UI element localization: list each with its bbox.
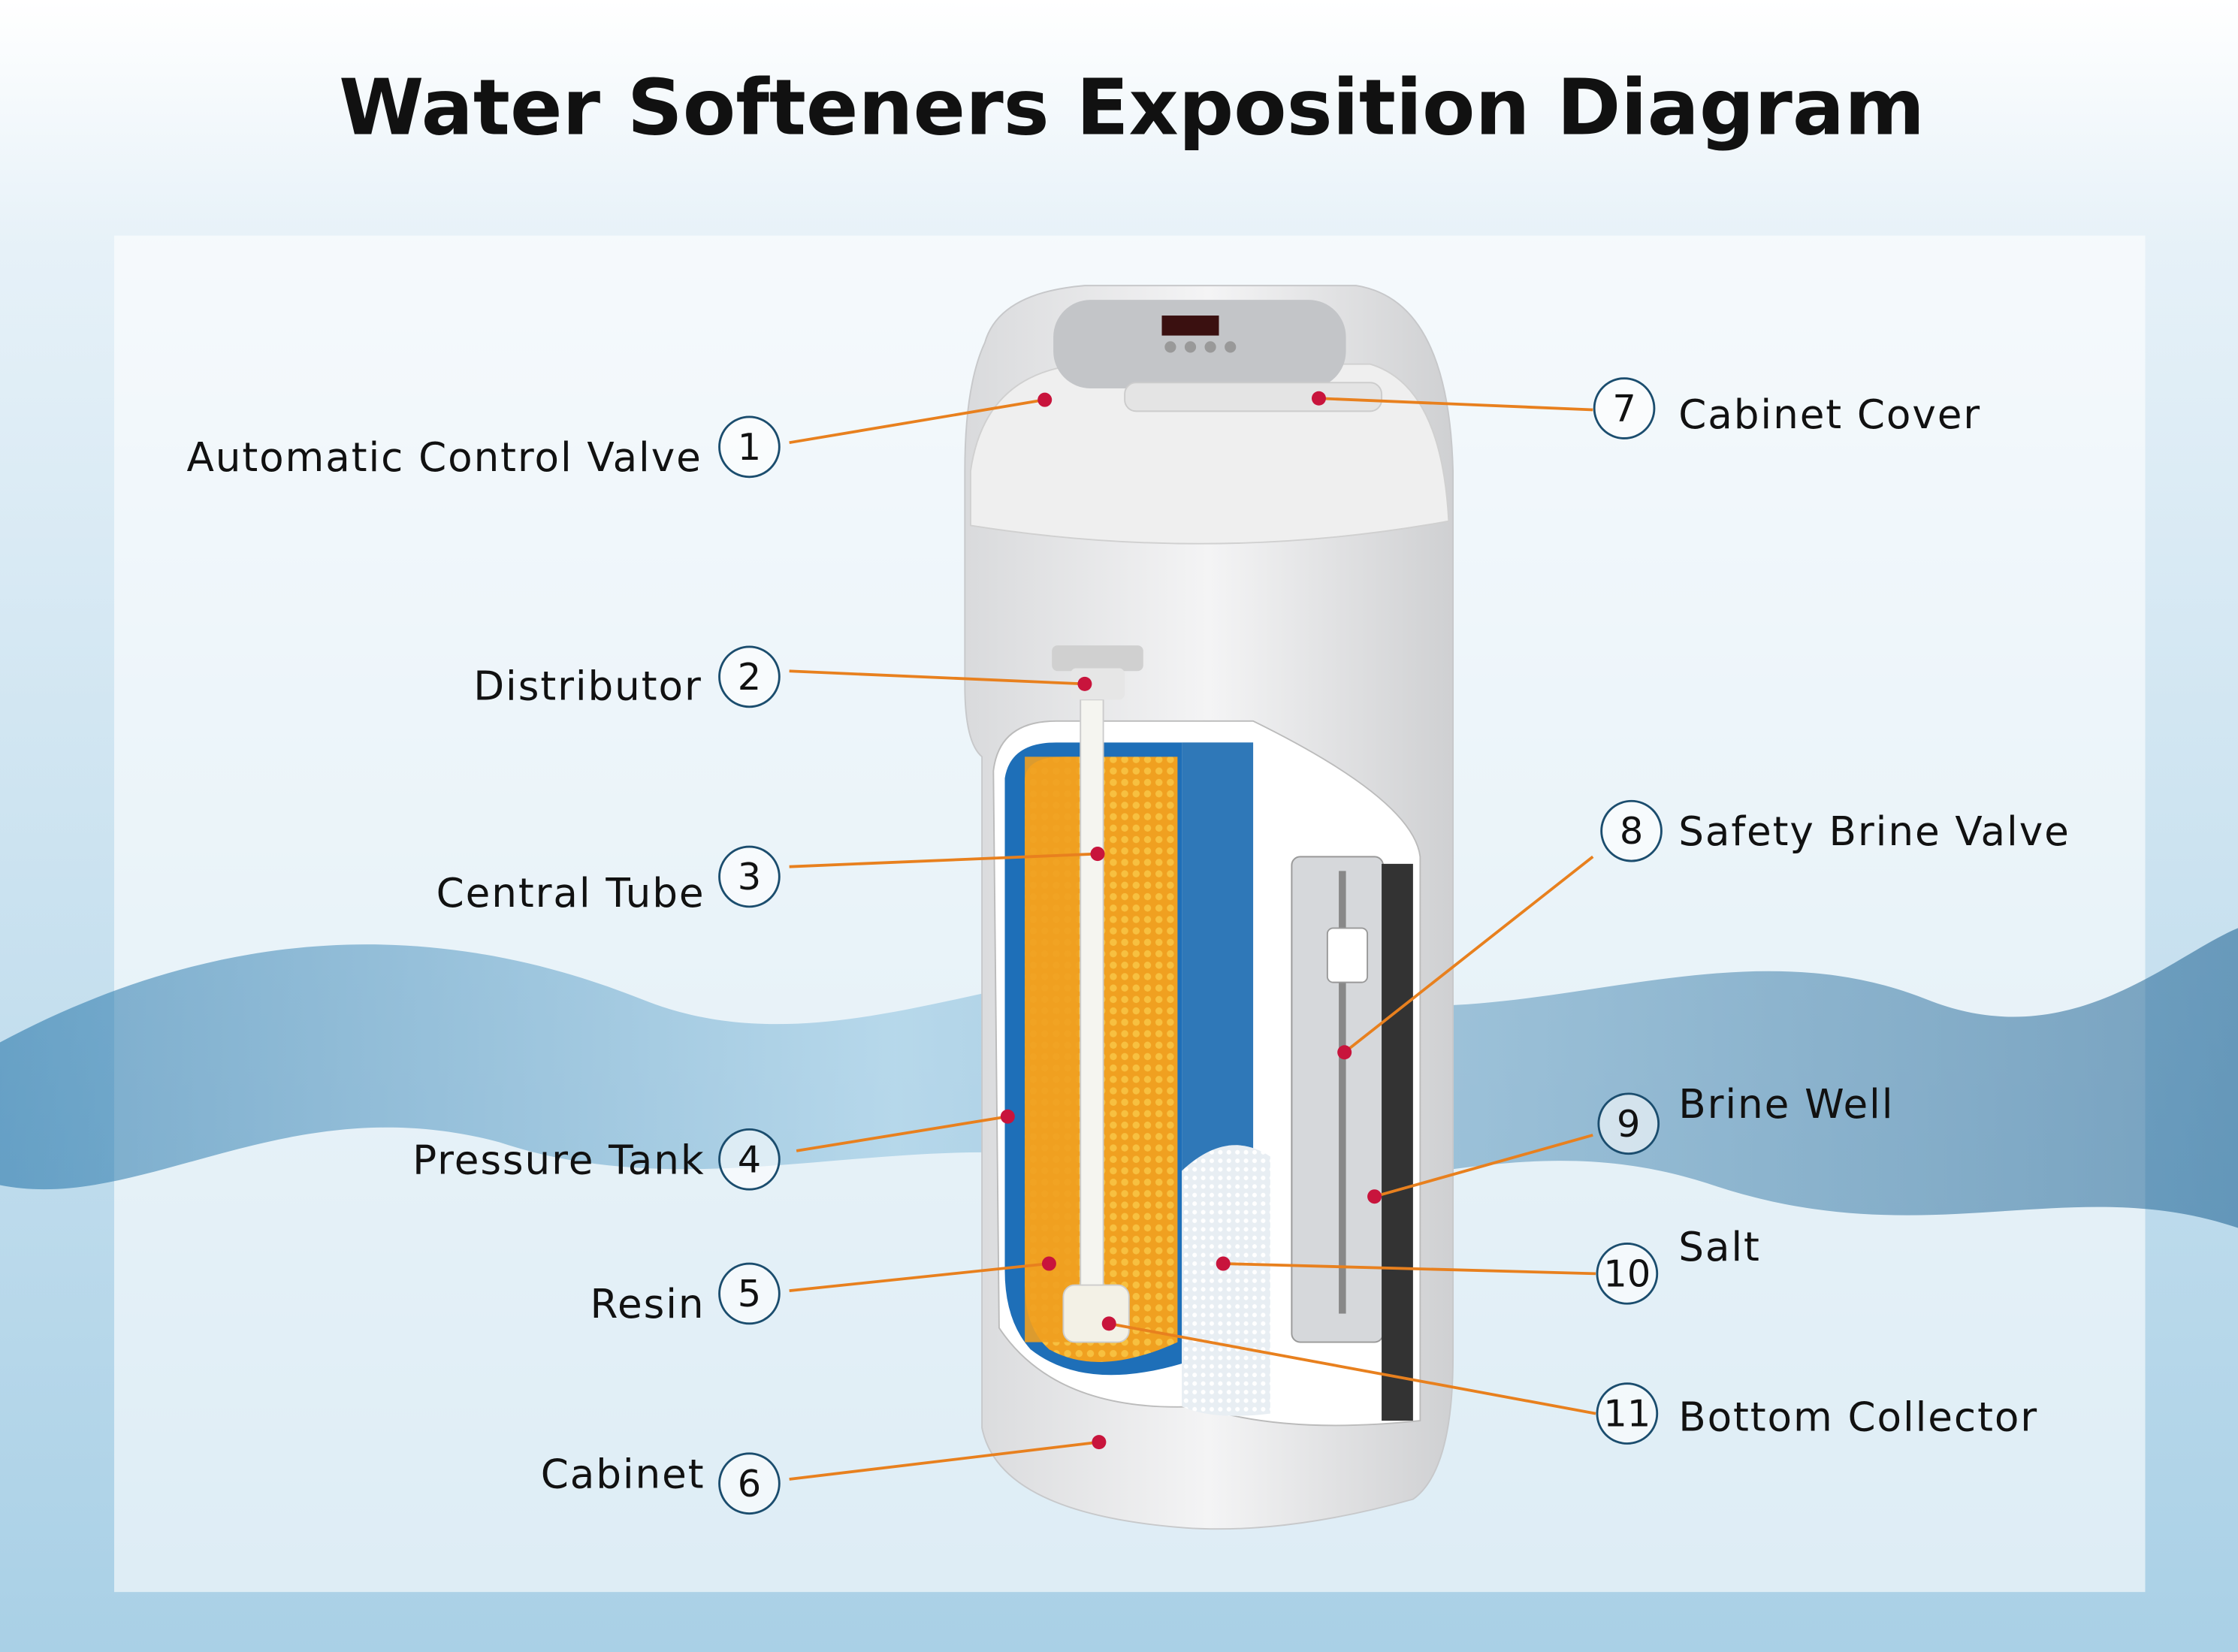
distributor-neck — [1070, 668, 1125, 700]
callout-number: 5 — [738, 1272, 761, 1315]
anchor-dot — [1041, 1256, 1056, 1271]
number-badge — [1597, 1092, 1660, 1155]
callout-salt: 10 Salt — [1216, 1224, 1761, 1305]
callout-number: 11 — [1603, 1392, 1651, 1436]
number-badge — [1600, 799, 1663, 862]
anchor-dot — [1000, 1109, 1015, 1124]
number-badge — [718, 1128, 781, 1191]
display — [1161, 316, 1219, 336]
resin-column-left — [1025, 757, 1080, 1342]
callout-safety-brine-valve: 8 Safety Brine Valve — [1337, 799, 2070, 1060]
number-badge — [1596, 1243, 1659, 1305]
callout-brine-well: 9 Brine Well — [1367, 1081, 1894, 1204]
leader-line — [796, 1115, 1008, 1152]
water-softener-illustration — [964, 285, 1454, 1530]
callout-label: Distributor — [473, 663, 702, 709]
leader-line — [1318, 397, 1593, 412]
callout-cabinet: 6 Cabinet — [541, 1435, 1107, 1515]
number-badge — [718, 1452, 781, 1515]
bottom-collector — [1062, 1284, 1130, 1343]
callout-number: 2 — [738, 655, 761, 699]
number-badge — [718, 415, 781, 479]
anchor-dot — [1037, 392, 1053, 407]
callout-number: 1 — [738, 425, 761, 469]
anchor-dot — [1090, 847, 1105, 862]
control-panel — [1053, 300, 1346, 388]
callout-number: 7 — [1612, 387, 1635, 430]
number-badge — [718, 645, 781, 708]
callout-label: Pressure Tank — [412, 1137, 705, 1183]
number-badge — [718, 1262, 781, 1325]
callout-number: 9 — [1617, 1102, 1640, 1146]
leader-line — [789, 1262, 1050, 1293]
anchor-dot — [1311, 391, 1326, 406]
leader-line — [789, 398, 1046, 445]
callout-label: Bottom Collector — [1678, 1394, 2038, 1440]
callout-central-tube: 3 Central Tube — [436, 845, 1105, 917]
callout-pressure-tank: 4 Pressure Tank — [412, 1109, 1015, 1191]
safety-brine-valve-rod — [1339, 871, 1346, 1314]
salt-lid-slot — [1124, 382, 1383, 412]
leader-line — [1108, 1321, 1596, 1415]
leader-line — [1223, 1262, 1596, 1276]
leader-line — [1343, 855, 1594, 1054]
callout-distributor: 2 Distributor — [473, 645, 1092, 709]
control-buttons — [1164, 341, 1237, 353]
callout-number: 8 — [1620, 809, 1643, 853]
leader-line — [1374, 1134, 1593, 1198]
callout-number: 3 — [738, 855, 761, 898]
callout-number: 10 — [1603, 1252, 1651, 1295]
leader-line — [789, 669, 1085, 686]
number-badge — [1596, 1382, 1659, 1445]
callout-cabinet-cover: 7 Cabinet Cover — [1311, 377, 1981, 439]
anchor-dot — [1077, 676, 1092, 691]
callout-label: Resin — [590, 1281, 705, 1327]
anchor-dot — [1101, 1316, 1116, 1331]
distributor — [1052, 645, 1143, 672]
callout-number: 6 — [738, 1462, 761, 1506]
callout-label: Central Tube — [436, 870, 705, 917]
callout-resin: 5 Resin — [590, 1256, 1056, 1327]
number-badge — [718, 845, 781, 908]
callout-label: Cabinet — [541, 1451, 705, 1497]
anchor-dot — [1367, 1189, 1382, 1204]
callout-label: Automatic Control Valve — [186, 434, 702, 481]
safety-brine-valve-float — [1326, 927, 1369, 983]
page-title: Water Softeners Exposition Diagram — [339, 64, 1925, 153]
callout-label: Brine Well — [1678, 1081, 1894, 1128]
leader-line — [789, 1440, 1100, 1481]
central-tube — [1080, 699, 1104, 1300]
callout-number: 4 — [738, 1137, 761, 1181]
salt-pile — [1182, 1145, 1270, 1416]
callout-label: Cabinet Cover — [1678, 391, 1981, 438]
leader-line — [789, 852, 1098, 868]
callout-automatic-control-valve: 1 Automatic Control Valve — [186, 392, 1053, 481]
anchor-dot — [1337, 1045, 1352, 1060]
number-badge — [1593, 377, 1656, 439]
anchor-dot — [1092, 1435, 1107, 1450]
callout-bottom-collector: 11 Bottom Collector — [1101, 1316, 2038, 1445]
callout-label: Salt — [1678, 1224, 1761, 1270]
brine-well-dark — [1382, 863, 1413, 1421]
anchor-dot — [1216, 1256, 1231, 1271]
callout-label: Safety Brine Valve — [1678, 808, 2070, 855]
